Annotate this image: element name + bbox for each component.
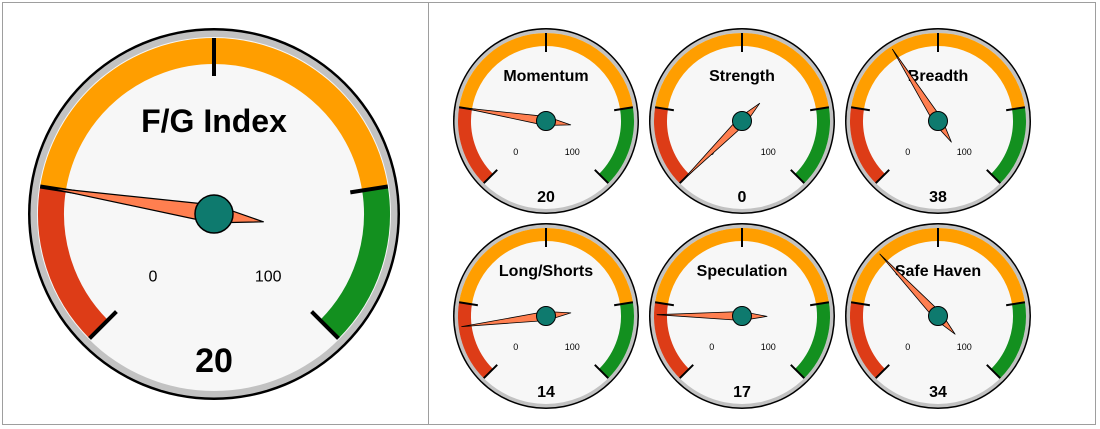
gauge-tick <box>679 364 694 379</box>
gauge-tick <box>310 310 340 340</box>
gauge-min-label: 0 <box>905 147 910 157</box>
gauge-band-green <box>990 302 1026 379</box>
gauge-max-label: 100 <box>565 342 580 352</box>
gauge-hub <box>536 111 556 131</box>
gauge-tick <box>986 364 1001 379</box>
gauge-safe-haven: 0 100 Safe Haven 34 <box>845 223 1031 409</box>
gauge-momentum: 0 100 Momentum 20 <box>453 28 639 214</box>
gauge-value-label: 0 <box>738 189 747 206</box>
gauge-max-label: 100 <box>761 342 776 352</box>
gauge-speculation: 0 100 Speculation 17 <box>649 223 835 409</box>
gauge-tick <box>875 364 890 379</box>
gauge-band-red <box>850 107 886 184</box>
gauge-band-red <box>850 302 886 379</box>
gauge-tick <box>458 301 479 307</box>
gauge-tick <box>349 184 389 195</box>
gauge-min-label: 0 <box>148 269 157 286</box>
gauge-value-label: 38 <box>929 189 947 206</box>
gauge-value-label: 17 <box>733 384 751 401</box>
gauge-f-g-index: 0 100 F/G Index 20 <box>28 28 400 400</box>
gauge-hub <box>732 306 752 326</box>
gauge-max-label: 100 <box>565 147 580 157</box>
gauge-band-red <box>458 302 494 379</box>
gauge-hub <box>928 306 948 326</box>
gauge-title: Strength <box>709 68 775 85</box>
gauge-band-red <box>458 107 494 184</box>
gauge-tick <box>654 106 675 112</box>
gauge-hub <box>732 111 752 131</box>
gauge-max-label: 100 <box>957 342 972 352</box>
gauge-tick <box>654 301 675 307</box>
gauge-tick <box>594 364 609 379</box>
gauge-min-label: 0 <box>709 342 714 352</box>
gauge-max-label: 100 <box>761 147 776 157</box>
gauge-value-label: 34 <box>929 384 947 401</box>
gauge-min-label: 0 <box>905 342 910 352</box>
gauge-min-label: 0 <box>513 342 518 352</box>
gauge-band-green <box>794 302 830 379</box>
gauge-max-label: 100 <box>957 147 972 157</box>
gauge-title: Long/Shorts <box>499 263 593 280</box>
gauge-tick <box>790 364 805 379</box>
gauge-title: Breadth <box>908 68 968 85</box>
gauge-value-label: 14 <box>537 384 555 401</box>
gauge-band-green <box>598 302 634 379</box>
gauge-tick <box>594 169 609 184</box>
gauge-title: F/G Index <box>141 103 287 139</box>
gauge-tick <box>483 169 498 184</box>
gauge-tick <box>483 364 498 379</box>
gauge-tick <box>1005 301 1026 307</box>
gauge-band-red <box>654 302 690 379</box>
gauge-tick <box>850 301 871 307</box>
gauge-tick <box>809 106 830 112</box>
gauge-tick <box>88 310 118 340</box>
gauge-band-red <box>654 107 690 184</box>
gauge-tick <box>986 169 1001 184</box>
gauge-band-green <box>990 107 1026 184</box>
gauge-band-green <box>598 107 634 184</box>
gauge-tick <box>850 106 871 112</box>
gauge-title: Momentum <box>503 68 588 85</box>
gauge-tick <box>613 106 634 112</box>
gauge-tick <box>809 301 830 307</box>
gauge-hub <box>536 306 556 326</box>
gauge-value-label: 20 <box>195 342 233 380</box>
gauge-value-label: 20 <box>537 189 555 206</box>
gauge-hub <box>194 194 234 234</box>
gauge-long-shorts: 0 100 Long/Shorts 14 <box>453 223 639 409</box>
gauge-band-green <box>794 107 830 184</box>
panel-divider <box>428 2 429 425</box>
gauge-tick <box>790 169 805 184</box>
gauge-band-green <box>319 186 390 339</box>
gauge-max-label: 100 <box>255 269 282 286</box>
gauge-breadth: 0 100 Breadth 38 <box>845 28 1031 214</box>
gauge-band-red <box>38 186 109 339</box>
gauge-min-label: 0 <box>513 147 518 157</box>
gauge-title: Safe Haven <box>895 263 981 280</box>
gauge-tick <box>875 169 890 184</box>
gauge-tick <box>1005 106 1026 112</box>
gauge-title: Speculation <box>697 263 788 280</box>
gauge-tick <box>613 301 634 307</box>
gauge-hub <box>928 111 948 131</box>
